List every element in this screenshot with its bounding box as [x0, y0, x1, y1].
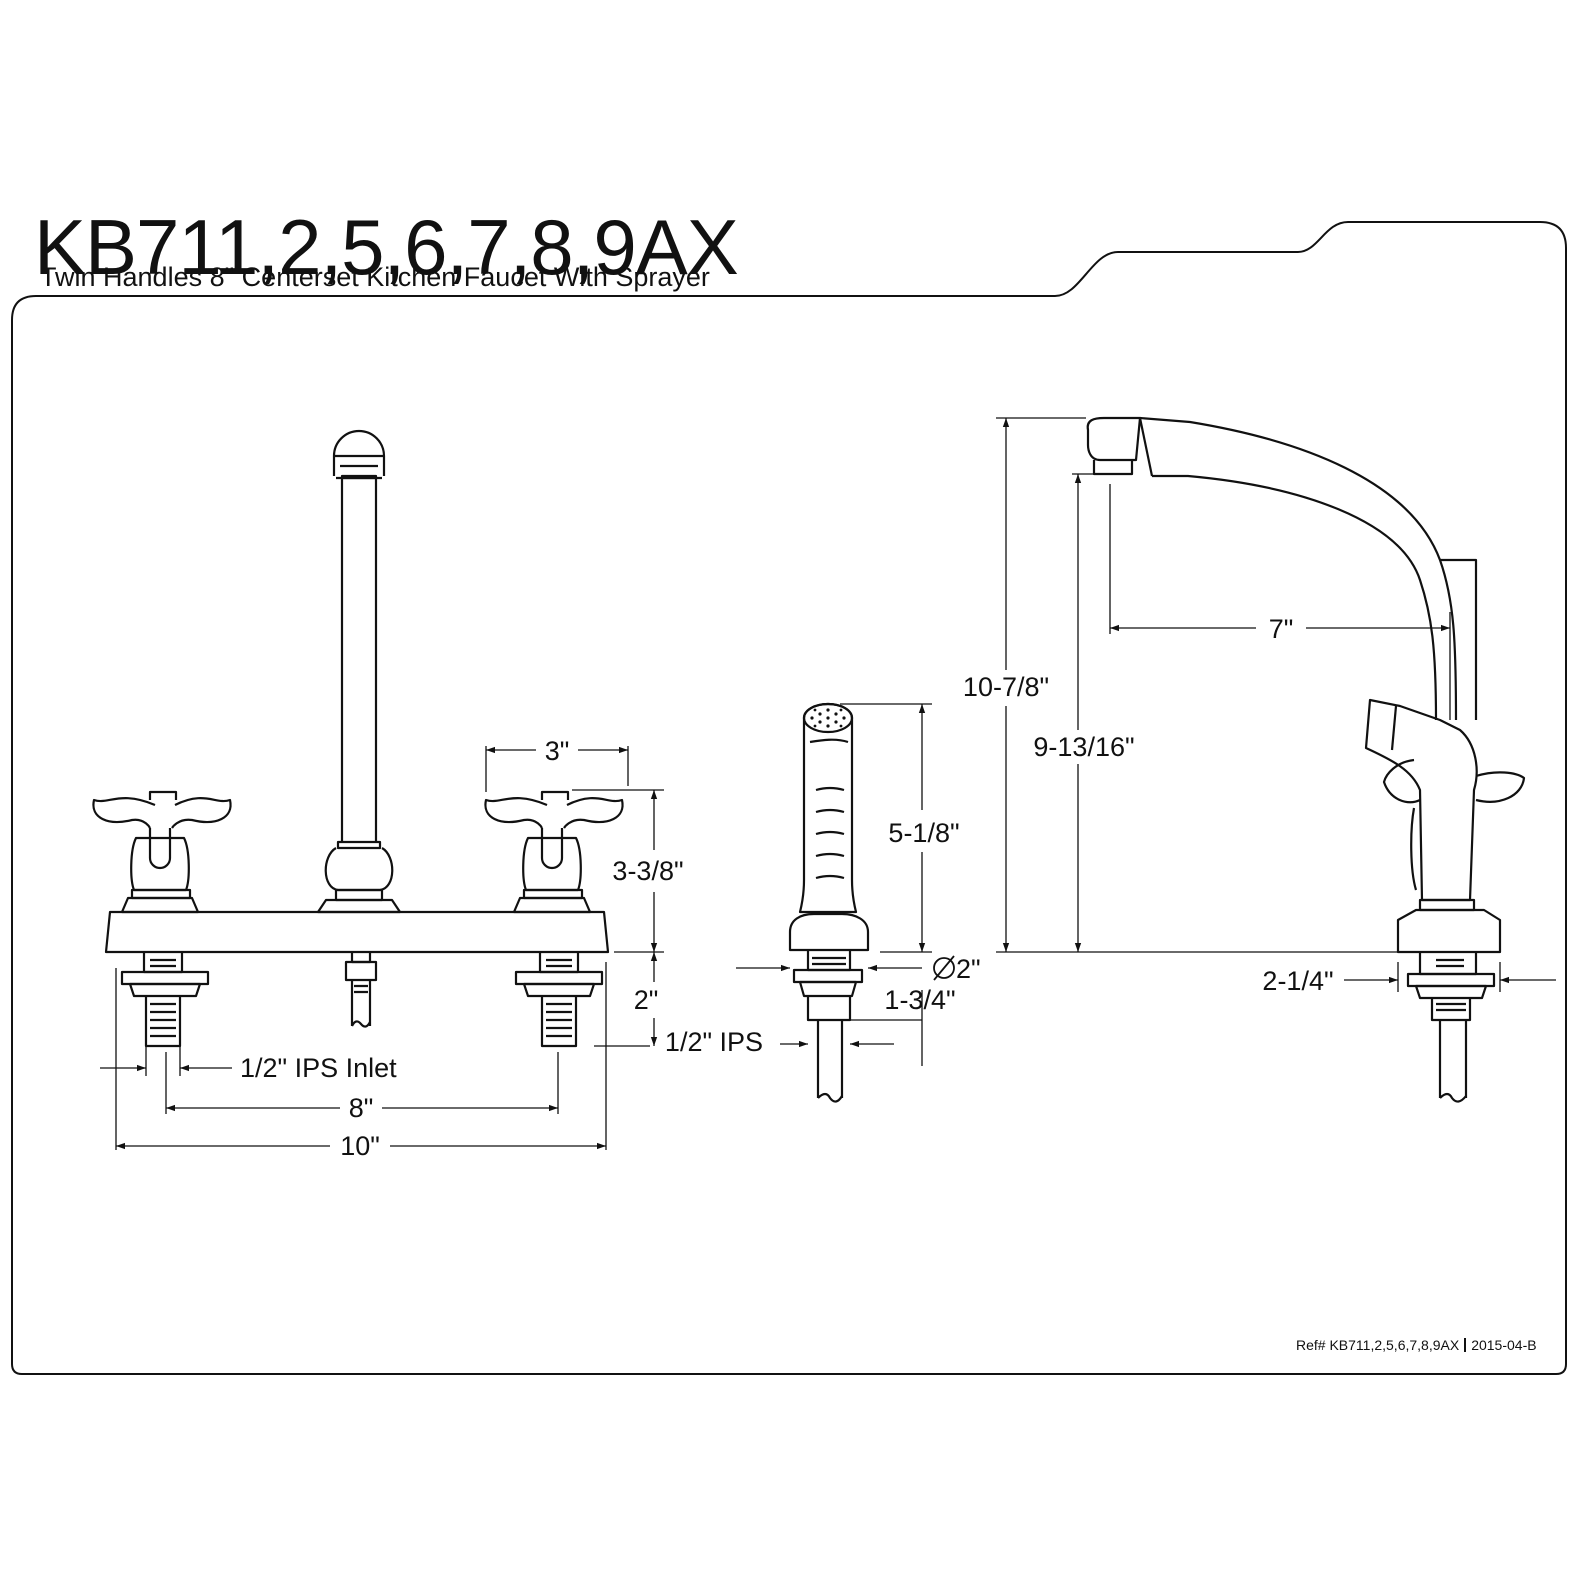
dim-sprayer-height: 5-1/8" — [888, 818, 959, 848]
dim-handle-spread: 3" — [545, 736, 570, 766]
right-handle — [484, 790, 624, 914]
right-shank — [514, 952, 604, 1048]
left-shank — [120, 952, 210, 1048]
model-title: KB711,2,5,6,7,8,9AX — [34, 203, 739, 291]
dim-spout-reach: 7" — [1269, 614, 1294, 644]
dim-overall-height: 10-7/8" — [963, 672, 1049, 702]
dim-deck-to-inlet: 2" — [634, 985, 659, 1015]
reference-footer: Ref# KB711,2,5,6,7,8,9AX 2015-04-B — [1296, 1337, 1537, 1353]
left-handle — [92, 790, 232, 914]
dim-sprayer-diameter: 2" — [956, 954, 981, 984]
dim-overall-width: 10" — [340, 1131, 380, 1161]
dimension-labels: 3" 3-3/8" 2" 1/2" IPS 1/2" IPS Inlet 8" … — [240, 614, 1334, 1161]
reference-number: Ref# KB711,2,5,6,7,8,9AX — [1296, 1337, 1460, 1353]
diameter-icon — [933, 955, 955, 981]
deck-plate — [104, 910, 610, 954]
dimension-lines — [100, 417, 1556, 1150]
spray-holes — [810, 708, 846, 728]
dim-handle-height: 3-3/8" — [612, 856, 683, 886]
sprayer — [788, 702, 870, 1103]
spout — [316, 429, 402, 914]
dim-inlet-ips: 1/2" IPS — [665, 1027, 763, 1057]
revision-code: 2015-04-B — [1471, 1337, 1537, 1353]
side-view-faucet — [1086, 416, 1526, 1103]
product-description: Twin Handles 8" Centerset Kitchen Faucet… — [40, 262, 710, 292]
footer-separator — [1464, 1338, 1467, 1352]
dim-inlet-label: 1/2" IPS Inlet — [240, 1053, 397, 1083]
dim-sprayer-shank: 1-3/4" — [884, 985, 955, 1015]
dim-center-spread: 8" — [349, 1093, 374, 1123]
center-hose-connector — [344, 952, 378, 1028]
front-view-faucet — [92, 429, 624, 1048]
dim-spout-height: 9-13/16" — [1033, 732, 1134, 762]
dim-base-depth: 2-1/4" — [1262, 966, 1333, 996]
drawing-frame — [11, 221, 1567, 1375]
